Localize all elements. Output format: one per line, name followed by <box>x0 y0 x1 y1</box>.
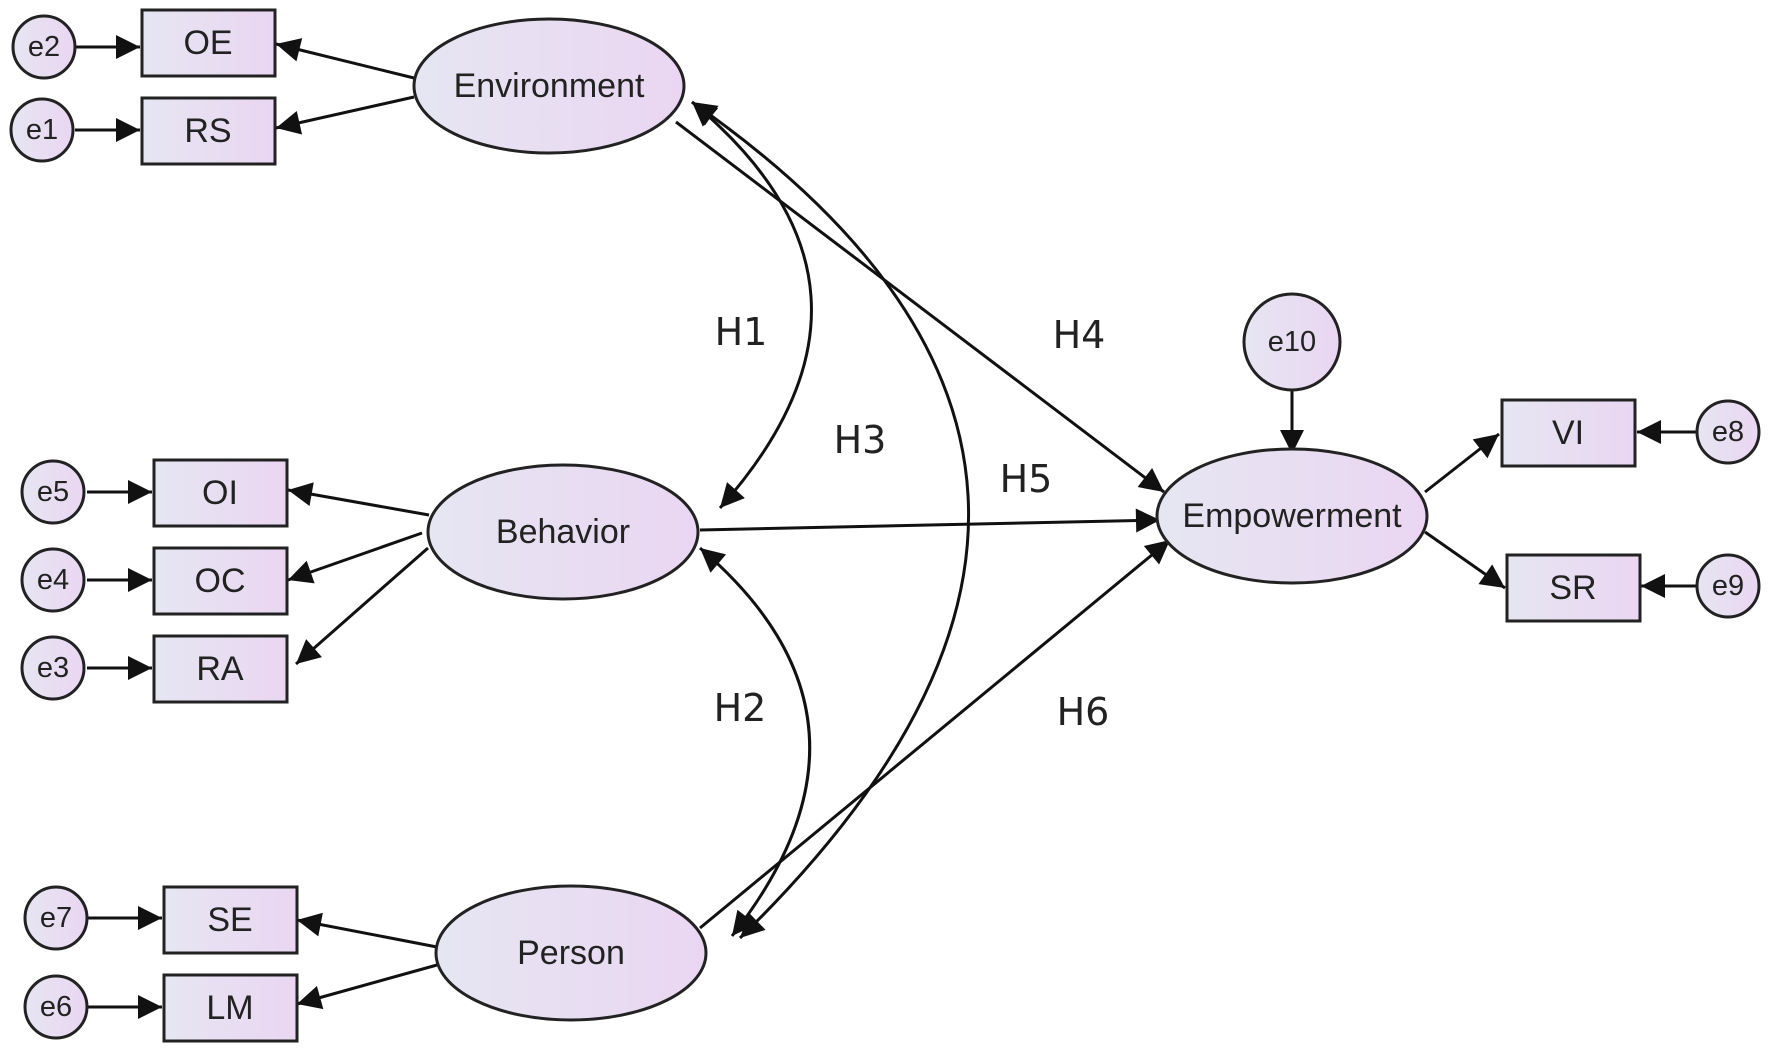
error-e2: e2 <box>11 14 77 80</box>
path-empowerment-sr <box>1424 530 1506 590</box>
error-e4: e4 <box>20 547 86 613</box>
observed-rs: RS <box>140 96 277 166</box>
path-behavior-oc <box>287 531 423 584</box>
hypothesis-h6-label: H6 <box>1057 690 1110 734</box>
error-e8: e8 <box>1695 399 1761 465</box>
observed-oc-label: OC <box>195 562 246 600</box>
error-e2-label: e2 <box>28 31 60 63</box>
path-person-lm <box>296 963 438 1010</box>
path-h5-behavior-empowerment <box>699 508 1161 533</box>
observed-lm: LM <box>162 973 299 1043</box>
error-e1-label: e1 <box>26 114 58 146</box>
error-e6-label: e6 <box>40 991 72 1023</box>
path-h6-person-empowerment <box>699 538 1171 930</box>
observed-sr-label: SR <box>1549 569 1596 607</box>
observed-oe: OE <box>140 8 277 78</box>
error-e10: e10 <box>1242 292 1342 392</box>
observed-ra-label: RA <box>196 650 244 688</box>
error-e8-label: e8 <box>1712 416 1744 448</box>
hypothesis-h2-label: H2 <box>714 686 767 730</box>
observed-vi-label: VI <box>1552 414 1584 452</box>
error-e9-label: e9 <box>1712 570 1744 602</box>
error-e6: e6 <box>23 974 89 1040</box>
latent-empowerment-label: Empowerment <box>1182 497 1402 535</box>
hypothesis-h5-label: H5 <box>1000 457 1053 501</box>
error-e10-label: e10 <box>1268 326 1316 358</box>
observed-vi: VI <box>1500 398 1637 468</box>
observed-oc: OC <box>152 546 289 616</box>
latent-behavior: Behavior <box>426 463 700 601</box>
observed-se: SE <box>162 885 299 955</box>
hypothesis-h4-label: H4 <box>1053 313 1106 357</box>
covariance-h3-environment-person <box>691 100 971 940</box>
path-empowerment-vi <box>1424 432 1500 494</box>
latent-empowerment: Empowerment <box>1155 447 1429 585</box>
observed-ra: RA <box>152 634 289 704</box>
error-e5: e5 <box>20 459 86 525</box>
latent-environment-label: Environment <box>454 67 645 105</box>
path-h4-environment-empowerment <box>675 120 1165 494</box>
observed-oe-label: OE <box>183 24 232 62</box>
observed-sr: SR <box>1505 553 1642 623</box>
hypothesis-h3-label: H3 <box>834 418 887 462</box>
observed-oi: OI <box>152 458 289 528</box>
error-e1: e1 <box>9 97 75 163</box>
latent-behavior-label: Behavior <box>496 513 630 551</box>
latent-person-label: Person <box>517 934 625 972</box>
latent-person: Person <box>434 884 708 1022</box>
observed-oi-label: OI <box>202 474 238 512</box>
error-e7-label: e7 <box>40 902 72 934</box>
path-environment-rs <box>275 95 415 135</box>
error-e4-label: e4 <box>37 564 69 596</box>
observed-se-label: SE <box>207 901 252 939</box>
error-e3-label: e3 <box>37 652 69 684</box>
hypothesis-h1-label: H1 <box>715 310 768 354</box>
error-e9: e9 <box>1695 553 1761 619</box>
observed-rs-label: RS <box>184 112 231 150</box>
latent-environment: Environment <box>412 17 686 155</box>
error-e7: e7 <box>23 885 89 951</box>
path-environment-oe <box>275 38 415 80</box>
error-e5-label: e5 <box>37 476 69 508</box>
covariance-h1-environment-behavior <box>691 100 813 509</box>
path-person-se <box>296 912 438 949</box>
covariance-h2-behavior-person <box>699 546 812 937</box>
error-e3: e3 <box>20 635 86 701</box>
path-behavior-oi <box>287 482 430 517</box>
observed-lm-label: LM <box>206 989 253 1027</box>
path-behavior-ra <box>295 546 429 666</box>
